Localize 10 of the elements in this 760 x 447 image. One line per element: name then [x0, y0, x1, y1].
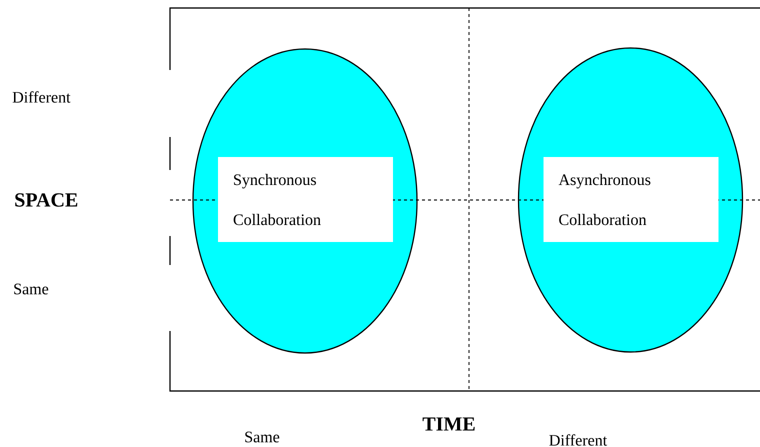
axis-label: TIME [422, 417, 475, 431]
axis-label: Different [12, 91, 70, 103]
axis-label: Same [245, 432, 280, 442]
axis-label: Different [549, 434, 608, 446]
node-label: Asynchronous Collaboration [558, 174, 650, 226]
axis-label: SPACE [15, 193, 78, 207]
axis-label: Same [14, 284, 48, 294]
text-box: Asynchronous Collaboration [544, 157, 718, 242]
node-label: Synchronous Collaboration [234, 174, 321, 226]
text-box: Synchronous Collaboration [218, 157, 393, 242]
